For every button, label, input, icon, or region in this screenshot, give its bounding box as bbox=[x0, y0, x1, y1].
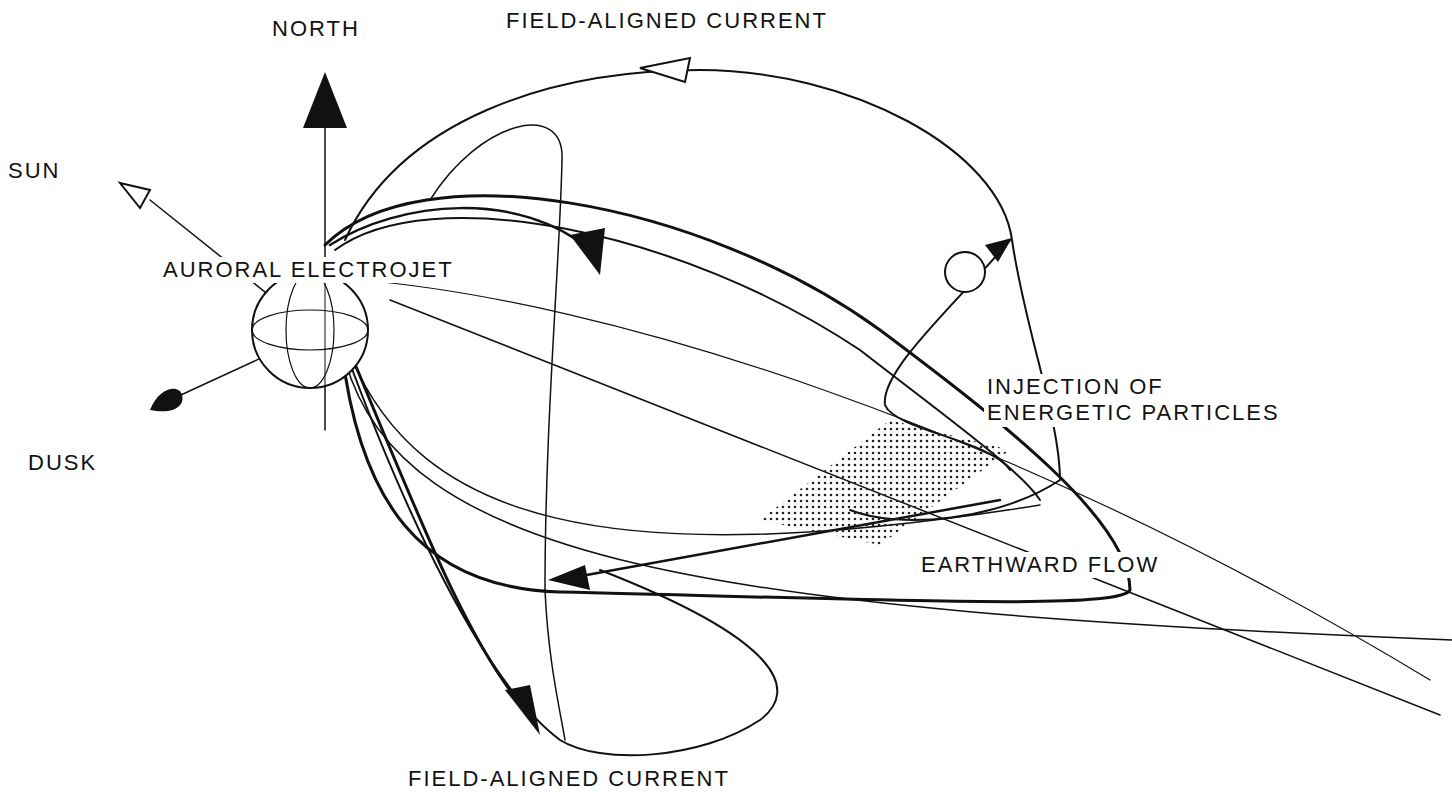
axis-label: SUN bbox=[8, 158, 60, 184]
region-label: AURORAL ELECTROJET bbox=[160, 257, 457, 283]
current-label: FIELD-ALIGNED CURRENT bbox=[506, 8, 828, 34]
axis-label: NORTH bbox=[272, 16, 360, 42]
region-label: INJECTION OF ENERGETIC PARTICLES bbox=[984, 374, 1300, 427]
current-label: FIELD-ALIGNED CURRENT bbox=[408, 766, 730, 792]
axis-label: DUSK bbox=[28, 450, 97, 476]
flow-label: EARTHWARD FLOW bbox=[918, 552, 1162, 578]
